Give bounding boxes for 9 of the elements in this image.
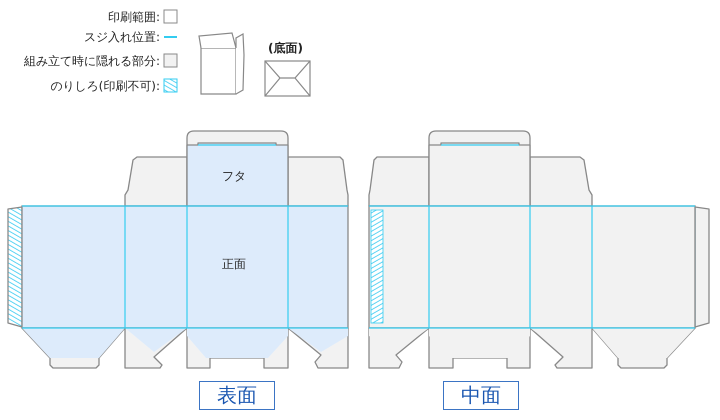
- legend-label: 印刷範囲:: [108, 10, 160, 24]
- caption-box: 表面: [199, 381, 275, 410]
- caption-box: 中面: [443, 381, 519, 410]
- panel-label: フタ: [222, 169, 246, 183]
- legend-label: スジ入れ位置:: [84, 30, 160, 44]
- label-text: (底面): [268, 41, 303, 55]
- panel-label: 正面: [222, 257, 246, 271]
- legend-label: のりしろ(印刷不可):: [50, 79, 160, 93]
- legend-label: 組み立て時に隠れる部分:: [24, 54, 160, 68]
